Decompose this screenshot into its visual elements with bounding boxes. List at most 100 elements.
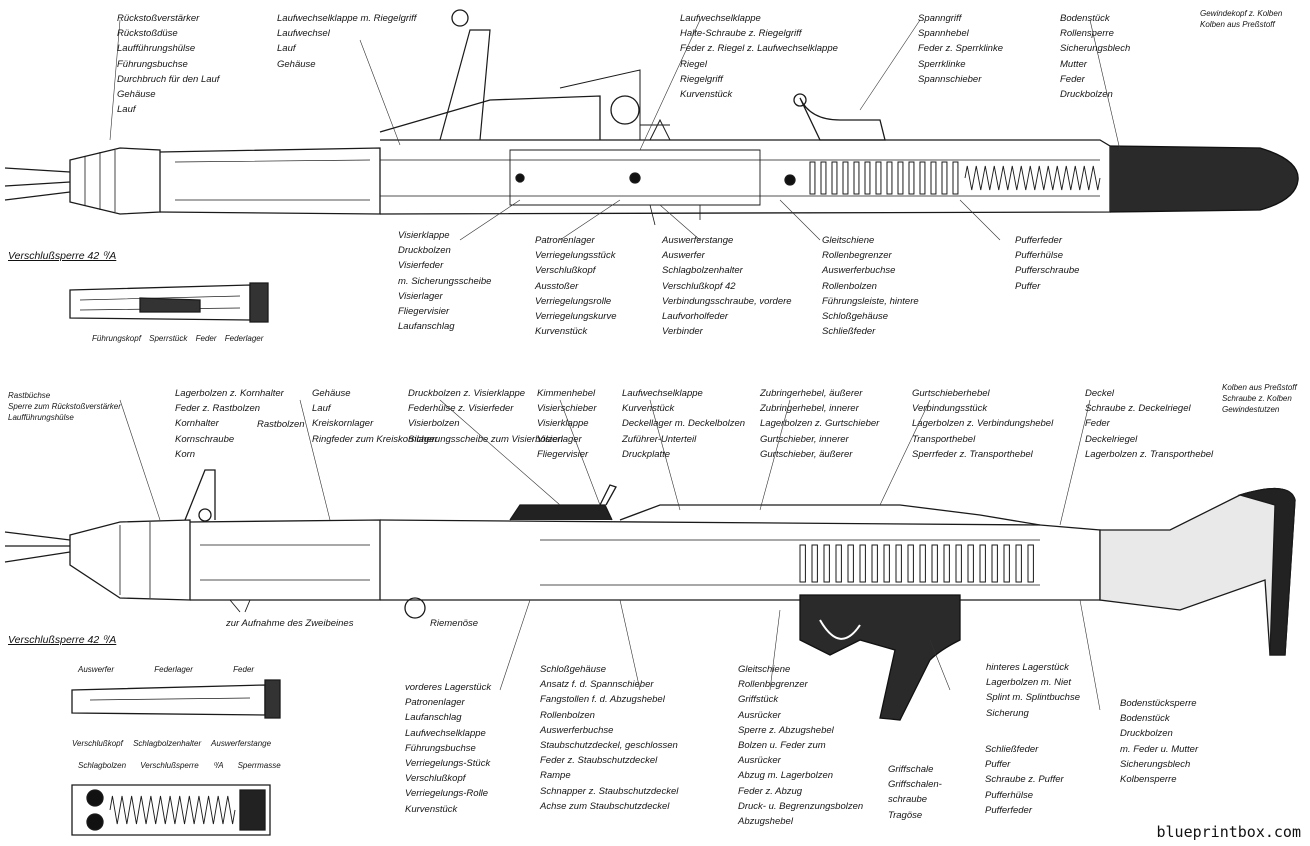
- part-label: Fliegervisier: [398, 306, 450, 318]
- part-label: Korn: [175, 448, 196, 460]
- part-label: Griffschale: [888, 764, 934, 775]
- part-label: Schraube z. Puffer: [985, 774, 1064, 786]
- part-label: Gehäuse: [277, 58, 316, 70]
- part-label: Gurtschieber, äußerer: [760, 448, 853, 460]
- part-label: Kurvenstück: [405, 803, 458, 815]
- part-label: Deckel: [1085, 388, 1115, 399]
- part-label: Pufferhülse: [985, 789, 1034, 801]
- part-label: Sperrfeder z. Transporthebel: [912, 448, 1033, 460]
- part-label: Visierbolzen: [408, 418, 460, 430]
- part-label: Druckbolzen: [398, 245, 451, 257]
- part-label: Sicherung: [986, 707, 1029, 719]
- part-label: Schlagbolzenhalter: [662, 265, 743, 277]
- part-label: Patronenlager: [405, 697, 465, 709]
- part-label: Visierfeder: [398, 260, 444, 272]
- upper-gun-cutaway: [4, 9, 1299, 226]
- part-label: m. Feder u. Mutter: [1120, 743, 1199, 755]
- part-label: Puffer: [1015, 280, 1041, 292]
- part-label: Gurtschieber, innerer: [760, 433, 849, 445]
- part-label: Halte-Schraube z. Riegelgriff: [680, 28, 802, 40]
- part-label: Federlager: [224, 334, 264, 343]
- part-label: Schraube z. Deckelriegel: [1085, 403, 1191, 415]
- part-label: Verbindungsschraube, vordere: [662, 295, 792, 307]
- part-label: Rollenbegrenzer: [738, 679, 808, 691]
- part-label: Rampe: [540, 770, 571, 782]
- part-label: Feder z. Staubschutzdeckel: [540, 755, 658, 767]
- part-label: Zubringerhebel, äußerer: [760, 388, 863, 399]
- part-label: Feder: [195, 334, 225, 343]
- part-label: Ringfeder zum Kreiskornlager: [312, 433, 438, 445]
- watermark: blueprintbox.com: [1153, 822, 1304, 842]
- part-label: Feder z. Rastbolzen: [175, 403, 261, 415]
- part-label: Bodenstück: [1060, 13, 1110, 24]
- part-label: Pufferhülse: [1015, 250, 1064, 262]
- part-label: Sperrmasse: [237, 761, 281, 770]
- part-label: Federhülse z. Visierfeder: [408, 403, 514, 415]
- part-label: Sicherungsblech: [1120, 758, 1191, 770]
- part-label: Schraube z. Kolben: [1222, 394, 1292, 403]
- part-label: Rückstoßverstärker: [117, 13, 200, 24]
- part-label: Pufferfeder: [985, 804, 1032, 816]
- part-label: Lagerbolzen z. Gurtschieber: [760, 418, 880, 430]
- part-label: Spanngriff: [918, 13, 962, 24]
- part-label: Feder z. Sperrklinke: [918, 43, 1004, 55]
- part-label: Visierlager: [398, 290, 443, 302]
- part-label: Sperre z. Abzugshebel: [738, 724, 834, 736]
- part-label: Schließfeder: [985, 744, 1039, 755]
- caption-bottom: Verschlußsperre 42 ⁰/A: [8, 634, 117, 646]
- part-label: Laufanschlag: [405, 712, 462, 724]
- part-label: Kimmenhebel: [537, 388, 596, 399]
- part-label: Gleitschiene: [738, 664, 791, 675]
- part-label: Ausrücker: [738, 709, 781, 721]
- part-label: Riegelgriff: [680, 73, 723, 85]
- part-label: Rollenbegrenzer: [822, 250, 892, 262]
- part-label: Gurtschieberhebel: [912, 388, 990, 399]
- part-label: Bodenstücksperre: [1120, 698, 1197, 709]
- part-label: Auswerfer: [662, 250, 705, 262]
- part-label: Transporthebel: [912, 433, 976, 445]
- part-label: Lauf: [117, 104, 136, 116]
- part-label: Gehäuse: [312, 388, 351, 399]
- mid-labels-col-b2: Rastbolzen: [257, 417, 305, 432]
- part-label: Zubringerhebel, innerer: [760, 403, 859, 415]
- part-label: Schlagbolzenhalter: [133, 739, 212, 748]
- inset-bottom-row3: Schlagbolzen Verschlußsperre ⁰/A Sperrma…: [78, 760, 281, 771]
- part-label: Druck- u. Begrenzungsbolzen: [738, 800, 864, 812]
- part-label: Lagerbolzen z. Transporthebel: [1085, 448, 1214, 460]
- part-label: Fangstollen f. d. Abzugshebel: [540, 694, 665, 706]
- part-label: Gehäuse: [117, 89, 156, 101]
- part-label: Feder z. Riegel z. Laufwechselklappe: [680, 43, 838, 55]
- part-label: Kurvenstück: [680, 89, 733, 101]
- part-label: Feder z. Abzug: [738, 785, 803, 797]
- inset-bottom-row1: Auswerfer Federlager Feder: [78, 664, 254, 675]
- part-label: Sperre zum Rückstoßverstärker: [8, 402, 121, 411]
- part-label: Verbindungsstück: [912, 403, 988, 415]
- part-label: Durchbruch für den Lauf: [117, 73, 220, 85]
- part-label: Verriegelungs-Stück: [405, 758, 491, 770]
- part-label: Griffschalen-: [888, 779, 942, 791]
- part-label: Gleitschiene: [822, 235, 875, 246]
- part-label: Rollensperre: [1060, 28, 1114, 40]
- part-label: Tragöse: [888, 809, 923, 821]
- part-label: Rastbüchse: [8, 391, 51, 400]
- part-label: Visierschieber: [537, 403, 597, 415]
- part-label: Führungsbuchse: [117, 58, 188, 70]
- part-label: Splint m. Splintbuchse: [986, 692, 1080, 704]
- part-label: Schlagbolzen: [78, 761, 141, 770]
- part-label: Visierlager: [537, 433, 582, 445]
- lower-gun-cutaway: [4, 469, 1296, 721]
- part-label: m. Sicherungsscheibe: [398, 275, 492, 287]
- part-label: Sperrklinke: [918, 58, 966, 70]
- part-label: Verschlußkopf: [535, 265, 596, 277]
